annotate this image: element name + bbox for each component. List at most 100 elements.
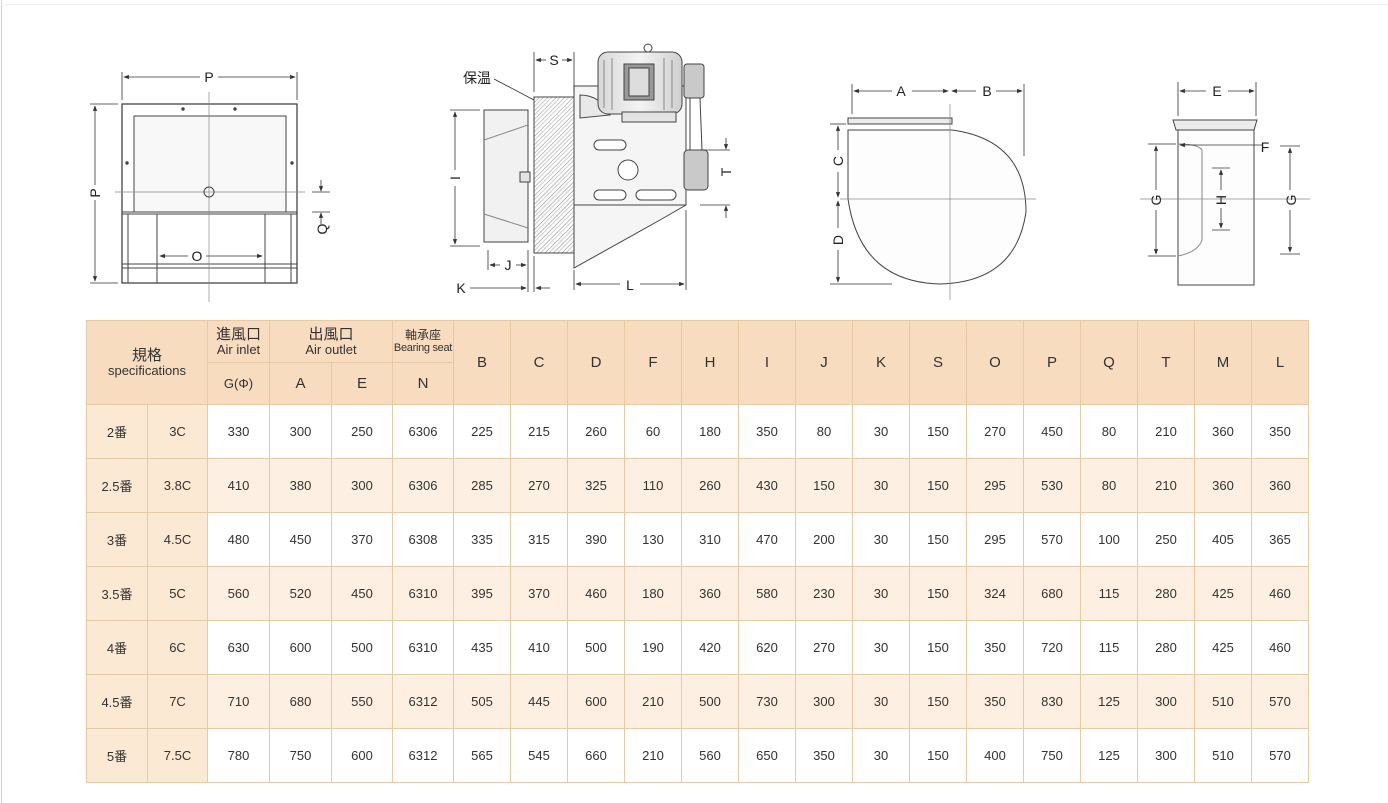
- table-cell: 324: [966, 566, 1024, 621]
- table-cell: 180: [681, 404, 739, 459]
- header-air-outlet-cn: 出風口: [308, 325, 354, 343]
- table-cell: 350: [1251, 404, 1309, 459]
- dim-label-l: L: [626, 277, 634, 293]
- table-cell: 410: [510, 620, 568, 675]
- table-cell: 435: [453, 620, 511, 675]
- table-cell: 750: [1023, 728, 1081, 783]
- table-cell: 300: [1137, 674, 1195, 729]
- table-cell: 150: [909, 728, 967, 783]
- table-cell: 520: [269, 566, 332, 621]
- table-cell: 6306: [392, 404, 454, 459]
- dim-label-c: C: [830, 156, 846, 166]
- table-cell: 6306: [392, 458, 454, 513]
- header-col-g: G(Φ): [207, 362, 270, 405]
- dim-label-p-side: P: [87, 188, 103, 197]
- insulation-label: 保温: [463, 70, 491, 86]
- inlet-view-dimensions: [1148, 82, 1300, 257]
- table-cell: 215: [510, 404, 568, 459]
- table-cell: 450: [269, 512, 332, 567]
- table-cell: 500: [681, 674, 739, 729]
- table-cell: 560: [207, 566, 270, 621]
- header-col-n: N: [392, 362, 454, 405]
- table-cell: 30: [852, 566, 910, 621]
- dim-label-d: D: [830, 235, 846, 245]
- table-cell: 280: [1137, 566, 1195, 621]
- table-cell: 250: [1137, 512, 1195, 567]
- inlet-view-drawing: [1140, 119, 1310, 286]
- technical-drawings: P P Q O: [87, 43, 1310, 302]
- table-cell: 210: [1137, 458, 1195, 513]
- header-bearing-seat: 軸承座 Bearing seat: [392, 320, 454, 363]
- table-cell: 150: [909, 458, 967, 513]
- table-cell: 425: [1194, 566, 1252, 621]
- table-cell: 550: [331, 674, 393, 729]
- table-cell: 360: [1194, 458, 1252, 513]
- table-cell: 410: [207, 458, 270, 513]
- header-specifications: 規格 specifications: [86, 320, 208, 405]
- header-col-j: J: [795, 320, 853, 405]
- header-air-inlet-cn: 進風口: [215, 325, 261, 343]
- header-col-a: A: [269, 362, 332, 405]
- side-view-dimensions: [450, 52, 730, 292]
- header-col-f: F: [624, 320, 682, 405]
- dim-label-k: K: [456, 280, 466, 296]
- table-cell: 545: [510, 728, 568, 783]
- header-col-k: K: [852, 320, 910, 405]
- table-cell: 500: [567, 620, 625, 675]
- header-col-m: M: [1194, 320, 1252, 405]
- header-col-d: D: [567, 320, 625, 405]
- table-cell: 560: [681, 728, 739, 783]
- header-spec-en: specifications: [107, 362, 187, 378]
- header-col-o: O: [966, 320, 1024, 405]
- header-col-s: S: [909, 320, 967, 405]
- dim-label-p-top: P: [204, 69, 213, 85]
- table-cell: 750: [269, 728, 332, 783]
- table-cell: 300: [1137, 728, 1195, 783]
- table-cell: 600: [269, 620, 332, 675]
- row-size-c: 3C: [147, 404, 208, 459]
- dim-label-h: H: [1213, 195, 1229, 205]
- header-col-c: C: [510, 320, 568, 405]
- table-cell: 6310: [392, 620, 454, 675]
- table-cell: 300: [795, 674, 853, 729]
- table-cell: 30: [852, 404, 910, 459]
- table-cell: 395: [453, 566, 511, 621]
- table-cell: 225: [453, 404, 511, 459]
- table-cell: 115: [1080, 566, 1138, 621]
- table-cell: 325: [567, 458, 625, 513]
- table-cell: 420: [681, 620, 739, 675]
- row-size-c: 7.5C: [147, 728, 208, 783]
- row-size-ban: 5番: [86, 728, 148, 783]
- table-cell: 30: [852, 620, 910, 675]
- table-cell: 405: [1194, 512, 1252, 567]
- table-cell: 360: [1251, 458, 1309, 513]
- table-cell: 620: [738, 620, 796, 675]
- table-cell: 6312: [392, 728, 454, 783]
- dim-label-t: T: [718, 167, 734, 176]
- table-cell: 200: [795, 512, 853, 567]
- table-cell: 730: [738, 674, 796, 729]
- header-air-outlet: 出風口 Air outlet: [269, 320, 393, 363]
- row-size-ban: 4.5番: [86, 674, 148, 729]
- dim-label-j: J: [505, 257, 512, 273]
- row-size-ban: 2.5番: [86, 458, 148, 513]
- table-cell: 295: [966, 512, 1024, 567]
- row-size-c: 4.5C: [147, 512, 208, 567]
- table-cell: 460: [567, 566, 625, 621]
- table-cell: 370: [331, 512, 393, 567]
- header-spec-cn: 規格: [131, 346, 162, 364]
- specifications-table: 規格 specifications 進風口 Air inlet 出風口 Air …: [86, 320, 1309, 783]
- table-cell: 350: [966, 674, 1024, 729]
- table-cell: 150: [909, 620, 967, 675]
- header-col-q: Q: [1080, 320, 1138, 405]
- table-cell: 125: [1080, 728, 1138, 783]
- table-cell: 530: [1023, 458, 1081, 513]
- table-cell: 720: [1023, 620, 1081, 675]
- row-size-ban: 3.5番: [86, 566, 148, 621]
- row-size-ban: 3番: [86, 512, 148, 567]
